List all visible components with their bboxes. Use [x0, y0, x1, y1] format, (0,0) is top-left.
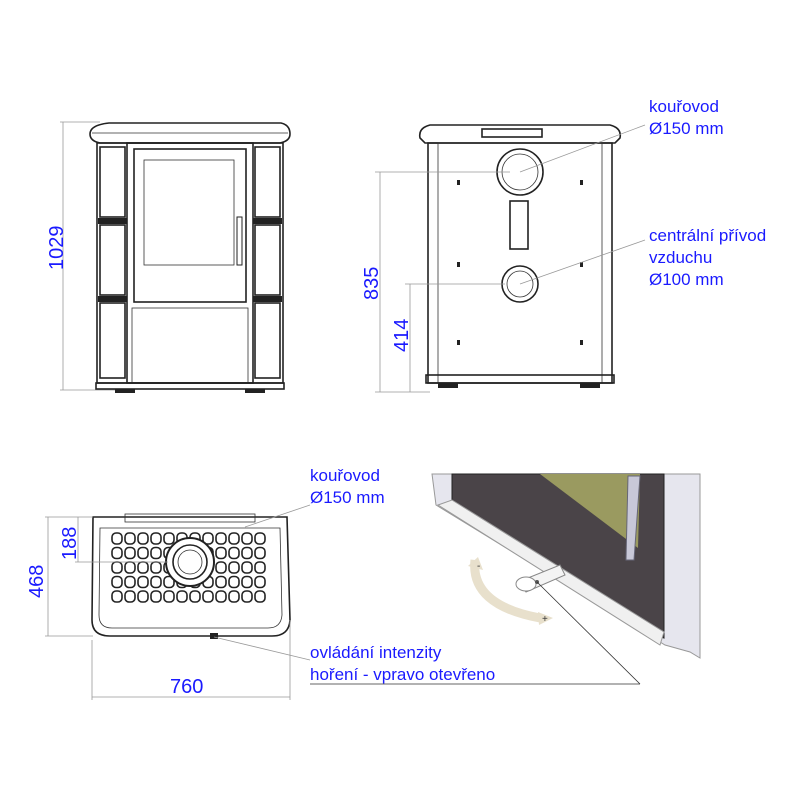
grill-cell [124, 590, 136, 603]
grill-cell [241, 575, 253, 589]
grill-cell [241, 561, 253, 574]
grill-cell [137, 561, 149, 574]
grill-cell [228, 590, 240, 603]
grill-cell [228, 575, 240, 589]
grill-cell [124, 532, 136, 545]
grill-cell [111, 546, 123, 560]
grill-cell [254, 561, 266, 574]
grill-cell [215, 561, 227, 574]
grill-cell [254, 575, 266, 589]
grill-cell [215, 546, 227, 560]
grill-cell [254, 532, 266, 545]
grill-cell [163, 590, 175, 603]
back-flue-label-line2: Ø150 mm [649, 119, 724, 138]
grill-cell [163, 532, 175, 545]
control-label-line2: hoření - vpravo otevřeno [310, 665, 495, 684]
grill-cell [150, 575, 162, 589]
decrease-sign: - [477, 561, 480, 572]
back-view: 835 414 kouřovod Ø150 mm centrální přívo… [361, 97, 766, 393]
grill-cell [215, 575, 227, 589]
air-label-line1: centrální přívod [649, 226, 766, 245]
width-dimension: 760 [170, 676, 203, 698]
grill-cell [124, 546, 136, 560]
front-view: 1029 [46, 121, 291, 393]
grill-cell [241, 532, 253, 545]
grill-cell [254, 546, 266, 560]
grill-cell [150, 546, 162, 560]
grill-cell [137, 546, 149, 560]
depth-dimension: 468 [26, 565, 48, 598]
grill-cell [228, 532, 240, 545]
grill-cell [111, 575, 123, 589]
grill-cell [137, 575, 149, 589]
grill-cell [189, 590, 201, 603]
grill-cell [202, 590, 214, 603]
control-label-line1: ovládání intenzity [310, 643, 442, 662]
grill-cell [228, 561, 240, 574]
top-view: 468 188 760 kouřovod Ø150 mm ovládání in… [26, 466, 640, 700]
grill-cell [137, 532, 149, 545]
grill-cell [111, 590, 123, 603]
grill-cell [163, 575, 175, 589]
grill-cell [150, 561, 162, 574]
air-inlet-height-dimension: 414 [391, 319, 413, 352]
grill-cell [137, 590, 149, 603]
flue-offset-dimension: 188 [59, 527, 81, 560]
top-flue-label-line2: Ø150 mm [310, 488, 385, 507]
grill-cell [124, 561, 136, 574]
grill-cell [111, 532, 123, 545]
detail-view: - + [431, 473, 701, 685]
grill-cell [150, 532, 162, 545]
air-label-line3: Ø100 mm [649, 270, 724, 289]
flue-height-dimension: 835 [361, 267, 383, 300]
back-flue-label-line1: kouřovod [649, 97, 719, 116]
grill-cell [228, 546, 240, 560]
top-flue-label-line1: kouřovod [310, 466, 380, 485]
grill-cell [215, 590, 227, 603]
grill-cell [111, 561, 123, 574]
grill-cell [254, 590, 266, 603]
grill-cell [202, 532, 214, 545]
grill-cell [150, 590, 162, 603]
front-height-dimension: 1029 [46, 226, 68, 271]
grill-cell [176, 590, 188, 603]
increase-sign: + [542, 614, 548, 625]
air-label-line2: vzduchu [649, 248, 712, 267]
grill-cell [241, 546, 253, 560]
grill-cell [241, 590, 253, 603]
grill-cell [124, 575, 136, 589]
grill-cell [215, 532, 227, 545]
